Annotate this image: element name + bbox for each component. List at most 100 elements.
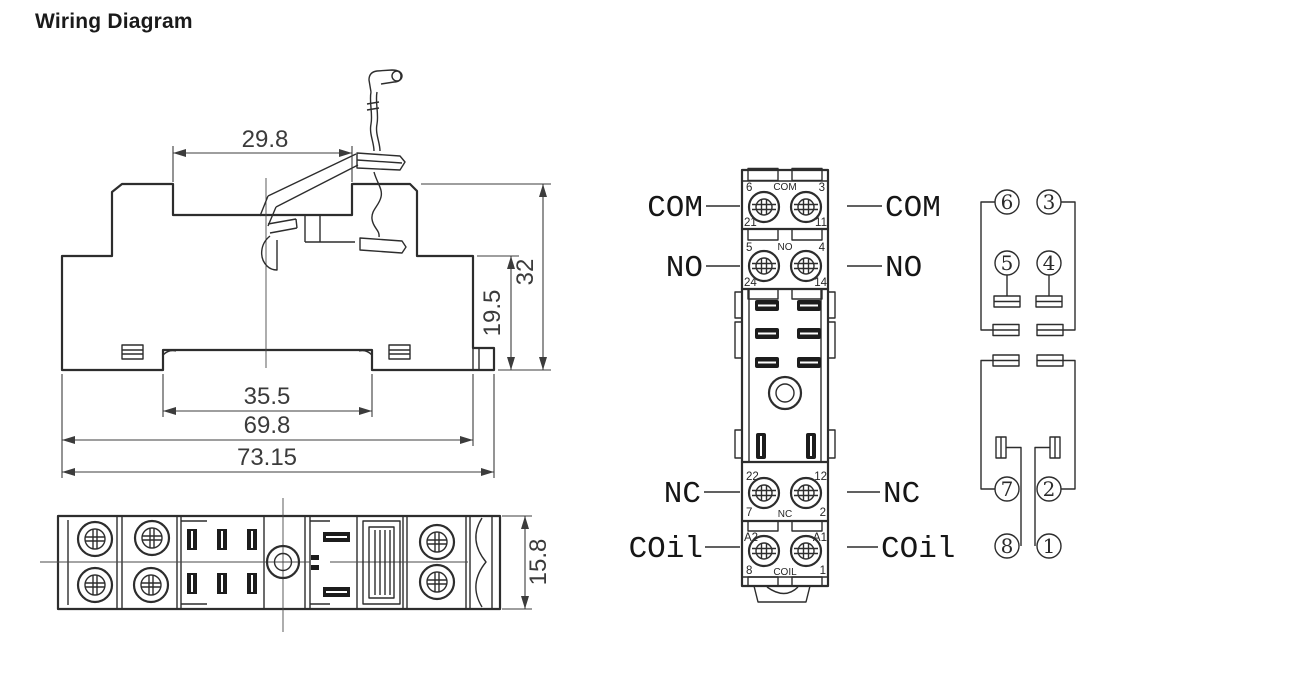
- label-nc-left: NC: [664, 477, 740, 512]
- screw-terminal-icon: [747, 190, 781, 224]
- terminal-number: 11: [815, 217, 827, 229]
- screw-terminal-icon: [747, 534, 781, 568]
- top-view-drawing: 15.8: [40, 498, 552, 632]
- dim-lower-height: 19.5: [477, 255, 519, 370]
- terminal-number: A2: [744, 532, 758, 544]
- label-no-right: NO: [847, 251, 922, 286]
- svg-text:COil: COil: [629, 532, 703, 567]
- terminal-number: NC: [778, 509, 792, 520]
- terminal-number: 22: [746, 471, 759, 483]
- label-com-right: COM: [847, 191, 941, 226]
- terminal-number: 3: [819, 182, 825, 194]
- svg-text:4: 4: [1043, 251, 1056, 275]
- screw-terminal-icon: [789, 249, 823, 283]
- svg-text:NO: NO: [666, 251, 703, 286]
- svg-text:COM: COM: [647, 191, 703, 226]
- terminal-number: 24: [744, 277, 757, 289]
- dim-73-15: 73.15: [237, 444, 297, 471]
- schematic-pin-5: 5: [994, 250, 1020, 276]
- svg-text:1: 1: [1043, 534, 1056, 558]
- dim-total-width: 73.15: [62, 374, 495, 478]
- pin-schematic: 6 3 5 4 7 2 8 1: [980, 189, 1076, 559]
- socket-top-outline: [56, 514, 502, 611]
- screw-terminal-icon: [789, 190, 823, 224]
- screw-terminal-icon: [418, 563, 456, 601]
- terminal-number: COM: [773, 182, 796, 193]
- svg-text:8: 8: [1001, 534, 1014, 558]
- schematic-pin-8: 8: [994, 533, 1020, 559]
- dim-channel-width: 35.5: [162, 374, 373, 417]
- screw-terminal-icon: [789, 476, 823, 510]
- terminal-block-com: 6 COM 3 21 11: [744, 182, 827, 229]
- dim-depth: 15.8: [502, 515, 552, 610]
- dim-29-8: 29.8: [242, 126, 289, 153]
- dim-32: 32: [512, 259, 539, 286]
- screw-terminal-icon: [789, 534, 823, 568]
- terminal-number: COIL: [773, 567, 797, 578]
- svg-text:NO: NO: [885, 251, 922, 286]
- dim-19-5: 19.5: [479, 290, 506, 337]
- side-view-drawing: 29.8 35.5 69.8 73.15: [60, 69, 551, 478]
- terminal-number: 8: [746, 565, 752, 577]
- label-no-left: NO: [666, 251, 740, 286]
- end-cap: [475, 517, 493, 608]
- terminal-number: 14: [814, 277, 827, 289]
- label-coil-left: COil: [629, 532, 740, 567]
- svg-text:NC: NC: [664, 477, 701, 512]
- dim-35-5: 35.5: [244, 383, 291, 410]
- bottom-tab: [753, 585, 811, 603]
- contact-slots: [187, 529, 257, 594]
- screw-terminal-icon: [76, 566, 114, 604]
- clip-lever: [259, 153, 359, 227]
- clip-foot: [261, 235, 278, 271]
- terminal-number: 1: [820, 565, 826, 577]
- screw-terminal-icon: [133, 519, 171, 557]
- label-com-left: COM: [647, 191, 740, 226]
- screw-terminal-icon: [418, 523, 456, 561]
- page-title: Wiring Diagram: [35, 10, 193, 33]
- screw-terminal-icon: [747, 249, 781, 283]
- schematic-pin-1: 1: [1036, 533, 1062, 559]
- din-clip: [259, 69, 407, 271]
- latch-mechanism: [362, 520, 401, 605]
- dim-15-8: 15.8: [525, 539, 552, 586]
- terminal-number: NO: [778, 242, 793, 253]
- svg-text:COM: COM: [885, 191, 941, 226]
- svg-text:7: 7: [1001, 477, 1014, 501]
- schematic-pin-6: 6: [994, 189, 1020, 215]
- terminal-number: 2: [820, 507, 826, 519]
- label-nc-right: NC: [847, 477, 920, 512]
- schematic-pin-2: 2: [1036, 476, 1062, 502]
- terminal-number: 4: [819, 242, 826, 254]
- terminal-number: 6: [746, 182, 752, 194]
- contact-plate-icon: [992, 295, 1064, 367]
- terminal-number: 12: [814, 471, 827, 483]
- svg-text:3: 3: [1043, 190, 1056, 214]
- svg-text:NC: NC: [883, 477, 920, 512]
- label-coil-right: COil: [847, 532, 955, 567]
- socket-side-outline: [60, 182, 496, 372]
- svg-text:5: 5: [1001, 251, 1014, 275]
- terminal-number: 7: [746, 507, 752, 519]
- coil-plate-icon: [995, 436, 1061, 459]
- dim-69-8: 69.8: [244, 412, 291, 439]
- schematic-pin-4: 4: [1036, 250, 1062, 276]
- svg-text:2: 2: [1043, 477, 1056, 501]
- schematic-wires: [980, 201, 1076, 546]
- screw-terminal-icon: [132, 566, 170, 604]
- screw-terminal-icon: [747, 476, 781, 510]
- side-window-left: [121, 344, 144, 360]
- schematic-pin-3: 3: [1036, 189, 1062, 215]
- socket-front-outline: [740, 168, 830, 588]
- dim-pocket-width: 29.8: [172, 126, 353, 182]
- front-view-drawing: 6 COM 3 21 11 5 NO 4 24 14: [629, 167, 955, 603]
- dim-total-height: 32: [421, 183, 551, 371]
- clip-lower-bar: [359, 237, 407, 254]
- side-window-right: [388, 344, 411, 360]
- screw-terminal-icon: [76, 520, 114, 558]
- schematic-pin-7: 7: [994, 476, 1020, 502]
- relay-socket-slots: [734, 289, 836, 462]
- svg-text:COil: COil: [881, 532, 955, 567]
- svg-text:6: 6: [1001, 190, 1014, 214]
